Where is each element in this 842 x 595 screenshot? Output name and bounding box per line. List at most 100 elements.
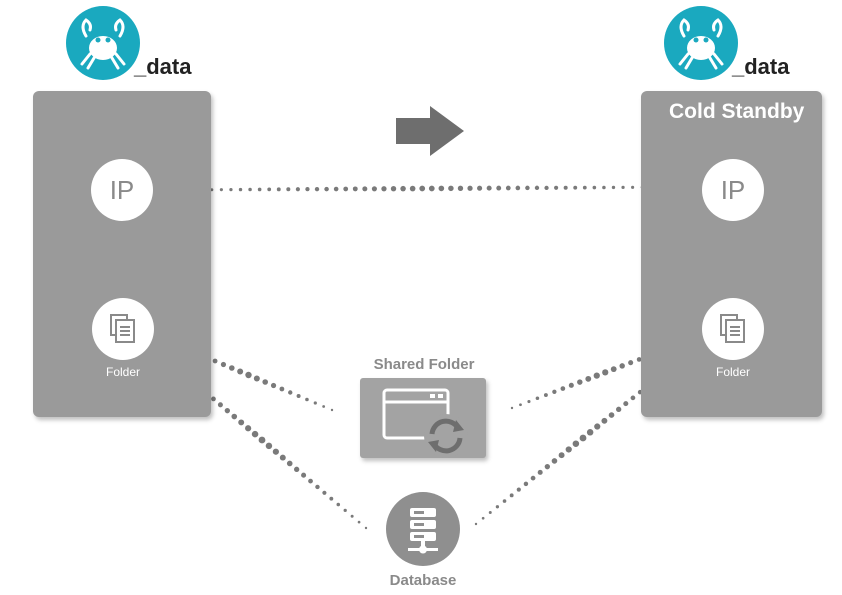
ip-link-dot (229, 187, 233, 192)
window-sync-icon (382, 388, 468, 458)
standby-data-label: _data (732, 54, 790, 79)
primary-folder-to-database-dot (231, 413, 238, 420)
standby-folder-to-database-dot (623, 401, 629, 407)
standby-ip-label: IP (720, 174, 746, 205)
primary-folder-circle (92, 298, 154, 360)
primary-folder-to-database-dot (238, 419, 245, 426)
primary-folder-to-database-dot (265, 442, 273, 450)
primary-folder-to-shared-dot (212, 358, 218, 364)
primary-data-label: _data (134, 54, 192, 79)
ip-link-dot (257, 187, 262, 192)
primary-folder-to-shared-dot (313, 401, 317, 405)
primary-folder-to-database-dot (279, 454, 286, 461)
ip-link-dot (631, 185, 635, 189)
standby-folder-to-shared-dot (602, 369, 609, 376)
primary-folder-to-shared-dot (220, 361, 227, 368)
primary-folder-to-database-dot (322, 490, 327, 495)
standby-folder-to-database-dot (551, 458, 558, 464)
standby-folder-to-database-dot (488, 511, 492, 515)
shared-folder-label: Shared Folder (373, 356, 475, 373)
ip-link-dot (515, 185, 521, 191)
primary-folder-to-database-dot (217, 402, 223, 408)
primary-folder-to-database-dot (336, 502, 341, 507)
standby-folder-to-database-dot (495, 505, 500, 509)
ip-link-dot (582, 185, 587, 190)
primary-folder-to-shared-dot (305, 397, 309, 402)
ip-link-dot (409, 185, 416, 192)
standby-folder-to-shared-dot (593, 372, 600, 379)
standby-server-panel: Cold Standby IP Folder (641, 91, 822, 417)
ip-link-dot (276, 187, 281, 192)
standby-folder-to-shared-dot (527, 399, 531, 404)
primary-folder-to-shared-dot (330, 408, 334, 412)
ip-link-dot (602, 185, 606, 190)
standby-folder-to-database-dot (616, 406, 622, 413)
ip-link-dot (544, 185, 549, 190)
ip-link-dot (267, 187, 272, 192)
standby-folder-circle (702, 298, 764, 360)
primary-folder-to-shared-dot (253, 375, 260, 382)
ip-link-dot (573, 185, 578, 190)
primary-folder-to-shared-dot (279, 386, 285, 392)
standby-folder-to-database-dot (537, 469, 543, 475)
primary-folder-to-database-dot (272, 448, 279, 455)
primary-folder-to-shared-dot (288, 390, 293, 395)
standby-folder-to-database-dot (544, 464, 550, 470)
ip-link-dot (295, 187, 300, 192)
standby-folder-to-database-dot (523, 481, 529, 487)
standby-folder-to-database-dot (481, 516, 485, 520)
standby-folder-label: Folder (715, 365, 750, 379)
primary-folder-to-database-dot (308, 478, 313, 484)
ip-link-dot (486, 185, 492, 191)
primary-folder-to-database-dot (245, 425, 252, 432)
ip-link-dot (505, 185, 511, 191)
ip-link-dot (400, 185, 406, 192)
primary-folder-to-database-dot (315, 484, 320, 490)
folder-documents-icon (720, 314, 745, 343)
primary-folder-to-database-dot (350, 514, 354, 518)
standby-folder-to-shared-dot (568, 382, 574, 388)
standby-folder-to-shared-dot (610, 366, 617, 373)
standby-folder-to-database-dot (530, 475, 536, 481)
ip-link-dot (611, 185, 616, 190)
primary-folder-to-database-dot (357, 520, 361, 524)
arrow-right-icon (396, 106, 464, 156)
primary-folder-to-database-dot (301, 472, 307, 478)
standby-folder-to-shared-dot (560, 386, 566, 391)
primary-folder-to-shared-dot (245, 371, 252, 379)
primary-folder-to-database-dot (258, 436, 266, 444)
primary-folder-to-shared-dot (237, 368, 244, 375)
primary-folder-to-database-dot (364, 526, 368, 530)
shared-folder-box (360, 378, 486, 458)
ip-link-dot (534, 185, 540, 191)
ip-link-dot (371, 186, 377, 192)
ip-link-dot (554, 185, 559, 190)
primary-folder-to-shared-dot (322, 405, 326, 408)
standby-folder-to-shared-dot (552, 389, 557, 394)
primary-folder-label: Folder (105, 365, 140, 379)
standby-folder-to-shared-dot (636, 357, 642, 362)
ip-link-dot (496, 185, 502, 191)
primary-folder-to-shared-dot (270, 382, 277, 389)
ip-link-dot (390, 186, 397, 192)
primary-folder-to-database-dot (211, 396, 216, 402)
ip-link-dot (428, 185, 435, 192)
primary-folder-to-shared-dot (296, 394, 301, 398)
ip-link-dot (343, 186, 349, 192)
standby-ip-circle: IP (702, 159, 764, 221)
standby-folder-to-shared-dot (619, 363, 625, 369)
primary-ip-circle: IP (91, 159, 153, 221)
ip-link-dot (477, 185, 483, 191)
standby-folder-to-database-dot (594, 423, 601, 430)
database-label: Database (389, 572, 457, 589)
ip-link-dot (314, 186, 320, 192)
ip-link-dot (286, 187, 291, 192)
standby-folder-to-database-dot (565, 446, 572, 453)
standby-folder-to-shared-dot (510, 406, 514, 410)
standby-title: Cold Standby (669, 100, 805, 123)
crab-logo-icon (66, 6, 140, 80)
standby-folder-to-shared-dot (585, 375, 592, 382)
ip-link-dot (381, 186, 387, 192)
primary-folder-to-database-dot (286, 460, 293, 467)
standby-folder-to-shared-dot (535, 396, 540, 401)
